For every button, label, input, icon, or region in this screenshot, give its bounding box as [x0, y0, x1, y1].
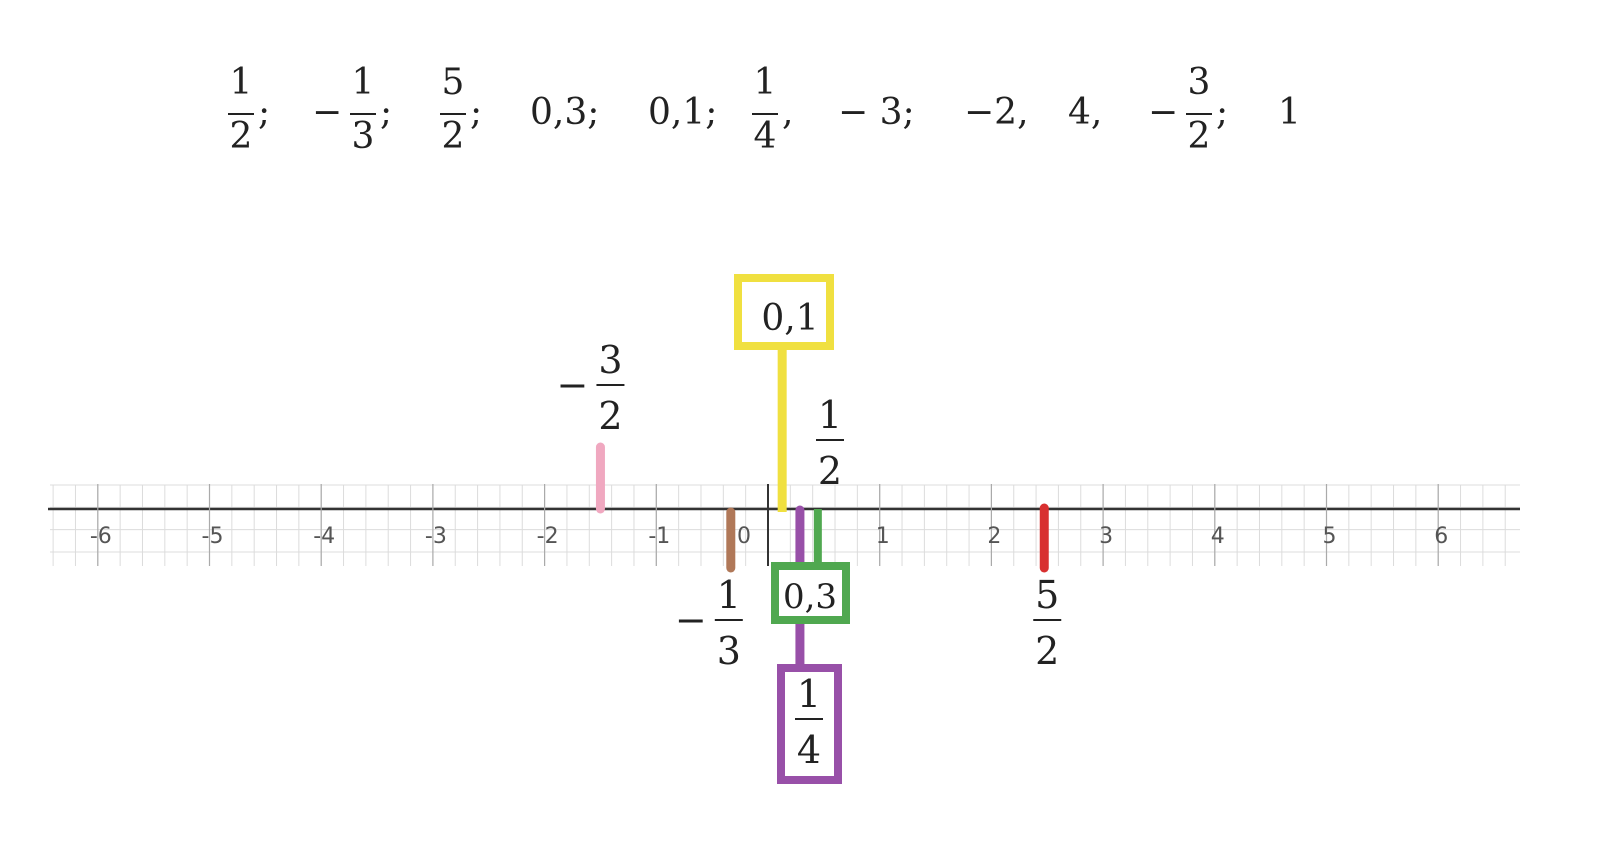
tick-label: 5 [1323, 524, 1337, 549]
separator: ; [470, 92, 483, 133]
tick-label: -1 [648, 524, 670, 549]
box-zero-point-three [771, 562, 850, 624]
fraction-numerator: 1 [351, 62, 375, 103]
fraction-bar [752, 113, 778, 115]
tick-label: 0 [737, 524, 751, 549]
minus-sign: − [557, 363, 589, 407]
tick-label: -3 [425, 524, 447, 549]
label-one-half-numerator: 1 [818, 393, 842, 437]
tick-label: -6 [90, 524, 112, 549]
fraction-bar [350, 113, 376, 115]
separator: ; [1216, 92, 1229, 133]
label-neg-three-halves-numerator: 3 [598, 338, 622, 382]
sequence-value: −2, [964, 92, 1029, 133]
tick-label: 4 [1211, 524, 1225, 549]
tick-label: 3 [1099, 524, 1113, 549]
sequence-value: − 3; [838, 92, 915, 133]
separator: , [782, 92, 794, 133]
sequence-value: 1 [1278, 92, 1301, 133]
tick-label: -4 [313, 524, 335, 549]
fraction-numerator: 3 [1187, 62, 1211, 103]
minus-sign: − [675, 598, 707, 642]
fraction-numerator: 1 [753, 62, 777, 103]
sequence-value: 0,1; [648, 92, 718, 133]
box-zero-point-one [734, 274, 834, 350]
label-zero-point-one: 0,1 [761, 298, 818, 339]
label-one-quarter-denominator: 4 [797, 728, 821, 772]
separator: ; [258, 92, 271, 133]
fraction-denominator: 2 [229, 116, 253, 157]
tick-label: -2 [537, 524, 559, 549]
label-one-quarter-numerator: 1 [797, 672, 821, 716]
fraction-numerator: 5 [441, 62, 465, 103]
separator: ; [380, 92, 393, 133]
fraction-denominator: 2 [441, 116, 465, 157]
minus-sign: − [312, 92, 343, 133]
sequence-value: 4, [1068, 92, 1103, 133]
label-neg-one-third-denominator: 3 [717, 629, 741, 673]
fraction-numerator: 1 [229, 62, 253, 103]
fraction-denominator: 2 [1187, 116, 1211, 157]
label-five-halves-numerator: 5 [1035, 573, 1059, 617]
fraction-bar [228, 113, 254, 115]
box-one-quarter [777, 664, 842, 784]
fraction-denominator: 3 [351, 116, 375, 157]
fraction-bar [1186, 113, 1212, 115]
fraction-bar [440, 113, 466, 115]
sequence-value: 0,3; [530, 92, 600, 133]
minus-sign: − [1148, 92, 1179, 133]
tick-label: -5 [202, 524, 224, 549]
tick-label: 1 [876, 524, 890, 549]
label-one-half-denominator: 2 [818, 449, 842, 493]
label-five-halves-denominator: 2 [1035, 629, 1059, 673]
tick-label: 6 [1434, 524, 1448, 549]
tick-label: 2 [987, 524, 1001, 549]
label-neg-three-halves-denominator: 2 [598, 394, 622, 438]
fraction-denominator: 4 [753, 116, 777, 157]
label-zero-point-three: 0,3 [783, 577, 837, 617]
label-neg-one-third-numerator: 1 [717, 573, 741, 617]
